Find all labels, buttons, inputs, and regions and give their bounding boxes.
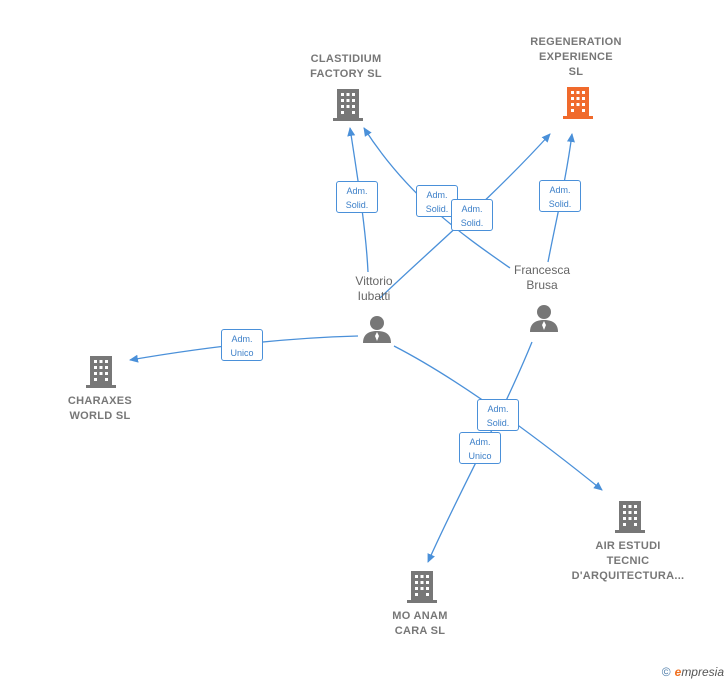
company-name-clastidium[interactable]: CLASTIDIUM FACTORY SL [310,53,382,80]
company-name-air-estudi[interactable]: AIR ESTUDI TECNIC D'ARQUITECTURA... [571,540,685,582]
role-badge: Adm. Unico [459,432,501,464]
building-icon-highlighted[interactable] [563,86,593,120]
company-name-regeneration[interactable]: REGENERATION EXPERIENCE SL [530,36,622,78]
company-name-charaxes[interactable]: CHARAXES WORLD SL [67,395,133,422]
copyright-icon: © [661,665,671,679]
brand-name: mpresia [681,665,724,679]
role-badge: Adm. Solid. [451,199,493,231]
building-icon[interactable] [407,570,437,604]
role-badge: Adm. Solid. [539,180,581,212]
brand-initial: e [674,665,682,679]
role-badge: Adm. Unico [221,329,263,361]
building-icon[interactable] [615,500,645,534]
brand-footer: ©empresia [662,665,724,679]
person-name-francesca[interactable]: Francesca Brusa [513,263,571,292]
building-icon[interactable] [86,355,116,389]
company-name-mo-anam[interactable]: MO ANAM CARA SL [392,610,448,637]
person-icon[interactable] [529,303,559,333]
role-badge: Adm. Solid. [477,399,519,431]
person-icon[interactable] [362,314,392,344]
role-badge: Adm. Solid. [336,181,378,213]
building-icon[interactable] [333,88,363,122]
person-name-vittorio[interactable]: Vittorio Iubatti [355,274,393,303]
